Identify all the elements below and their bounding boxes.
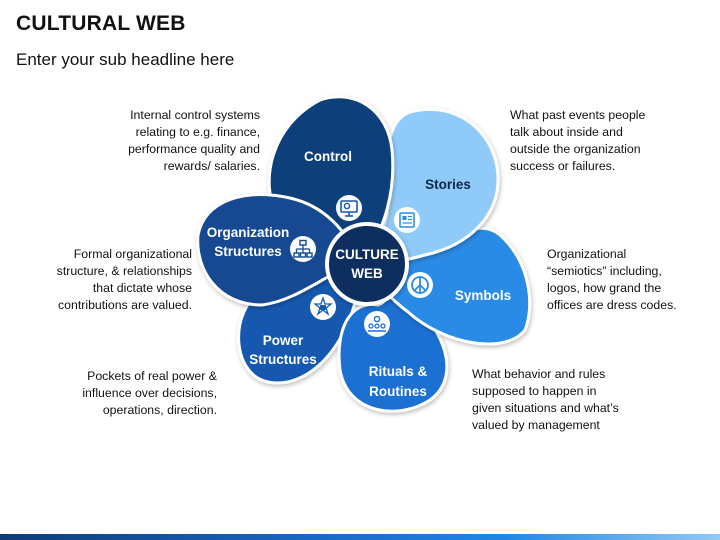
organization-label-line1: Organization	[207, 225, 290, 240]
center-label-line1: CULTURE	[335, 247, 399, 262]
organization-label-line2: Structures	[214, 244, 282, 259]
power-label-line2: Structures	[249, 352, 317, 367]
rituals-label-line1: Rituals &	[369, 364, 428, 379]
petal-rituals-routines: Rituals & Routines	[337, 260, 449, 413]
petal-organization-structures: Organization Structures	[196, 193, 365, 307]
symbols-description: Organizational “semiotics” including, lo…	[547, 247, 677, 312]
rituals-label-line2: Routines	[369, 384, 427, 399]
org-chart-icon	[290, 236, 316, 262]
symbols-label: Symbols	[455, 288, 511, 303]
stories-description: What past events people talk about insid…	[510, 108, 646, 173]
page-title: CULTURAL WEB	[16, 12, 186, 35]
monitor-gear-icon	[336, 195, 362, 221]
page-subtitle: Enter your sub headline here	[16, 50, 235, 69]
power-description: Pockets of real power & influence over d…	[82, 369, 217, 417]
organization-description: Formal organizational structure, & relat…	[56, 247, 192, 312]
center-culture-web: CULTURE WEB	[325, 222, 409, 306]
center-label-line2: WEB	[351, 266, 383, 281]
rituals-description: What behavior and rules supposed to happ…	[472, 367, 619, 432]
footer-bar	[0, 534, 720, 540]
control-description: Internal control systems relating to e.g…	[128, 108, 260, 173]
control-label: Control	[304, 149, 352, 164]
power-label-line1: Power	[263, 333, 304, 348]
people-award-icon	[364, 311, 390, 337]
newspaper-icon	[394, 207, 420, 233]
peace-symbol-icon	[407, 272, 433, 298]
fist-star-icon	[310, 294, 336, 320]
stories-label: Stories	[425, 177, 471, 192]
